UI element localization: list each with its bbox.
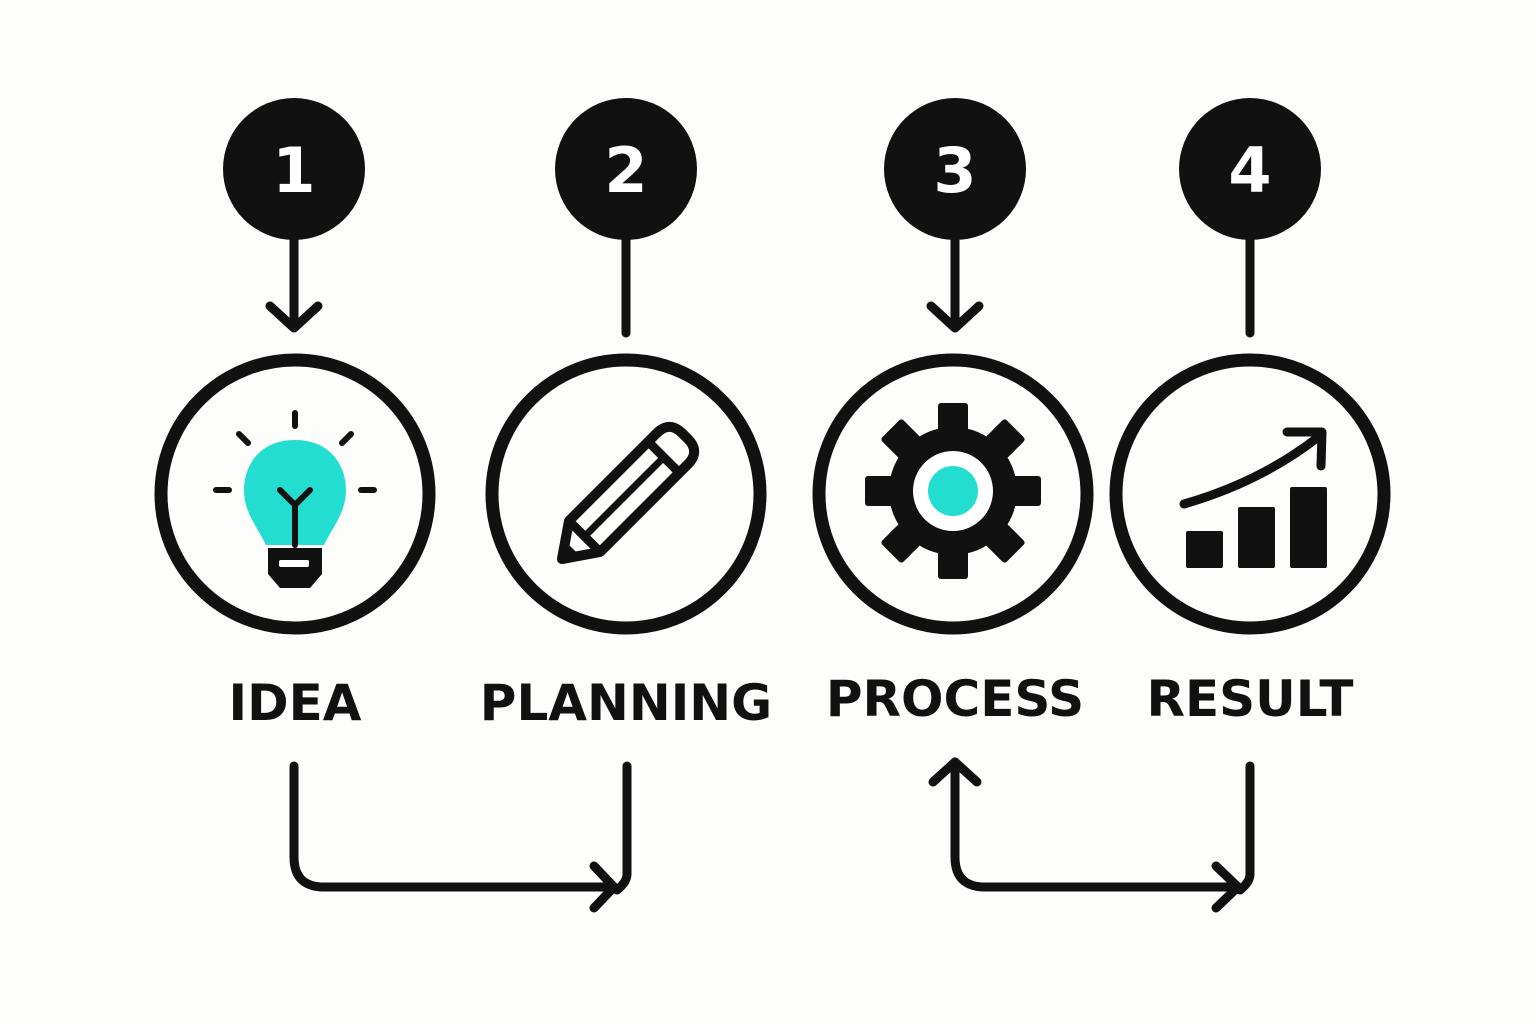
flow-arrow-process-to-result (928, 757, 1255, 913)
step-label-process: PROCESS (826, 670, 1084, 728)
step-label-planning: PLANNING (480, 674, 772, 732)
lightbulb-icon (213, 410, 377, 588)
step-icon-circle-2 (485, 353, 767, 635)
step-result: 4 RESULT (1109, 98, 1391, 728)
pencil-icon (556, 421, 700, 565)
step-icon-circle-4 (1109, 353, 1391, 635)
flow-arrow-idea-to-planning (289, 761, 632, 913)
step-number-3: 3 (933, 134, 976, 207)
step-label-idea: IDEA (229, 674, 362, 732)
step-number-badge-2: 2 (555, 98, 697, 240)
step-planning: 2 PLANNING (480, 98, 772, 732)
step-process: 3 (812, 98, 1094, 728)
down-arrow-connector-3 (926, 235, 984, 333)
step-number-1: 1 (272, 134, 315, 207)
down-arrow-connector-1 (265, 235, 323, 333)
step-idea: 1 IDEA (154, 98, 436, 732)
step-number-badge-1: 1 (223, 98, 365, 240)
step-number-badge-4: 4 (1179, 98, 1321, 240)
gear-icon (865, 403, 1041, 579)
step-label-result: RESULT (1147, 670, 1354, 728)
step-number-4: 4 (1228, 134, 1271, 207)
step-number-2: 2 (604, 134, 647, 207)
step-icon-circle-3 (812, 353, 1094, 635)
step-icon-circle-1 (154, 353, 436, 635)
growth-chart-icon (1179, 427, 1327, 568)
step-number-badge-3: 3 (884, 98, 1026, 240)
